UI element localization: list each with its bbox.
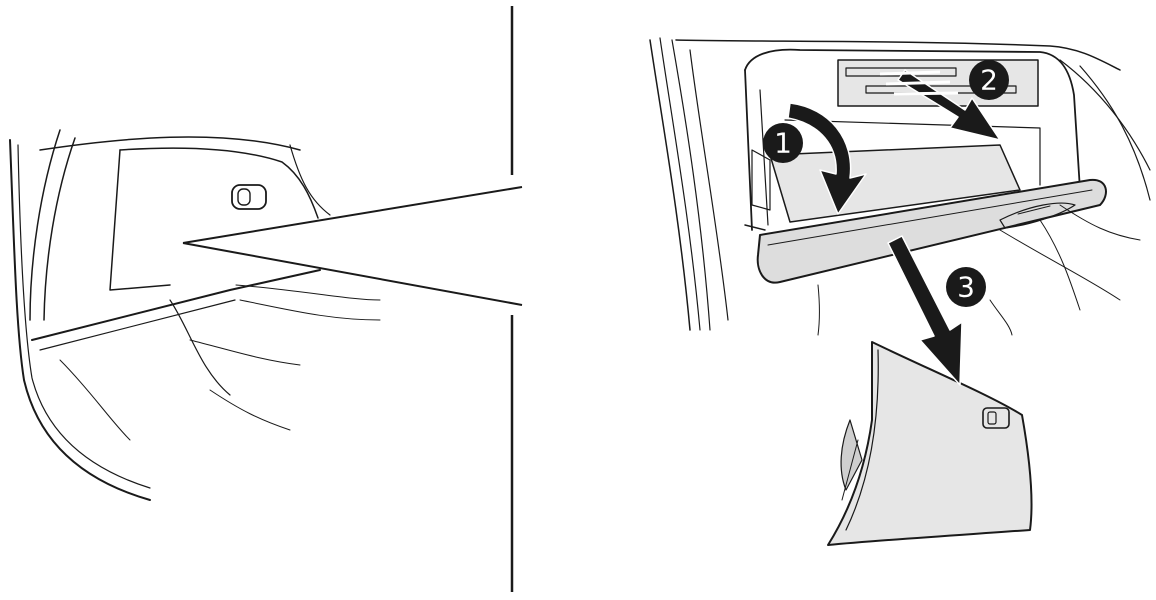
step-number: 2	[980, 64, 998, 97]
left-overview	[10, 130, 380, 500]
door-frame-line	[10, 140, 150, 500]
hinge-detail	[745, 225, 765, 230]
glovebox-outline	[40, 300, 235, 350]
cavity-frame	[760, 90, 768, 225]
glovebox-handle-icon	[232, 185, 266, 209]
lower-trim-line	[240, 300, 380, 320]
dashboard-edge	[290, 145, 330, 215]
lower-trim-line	[60, 360, 130, 440]
lower-trim-line	[1000, 230, 1120, 300]
dashboard-edge	[1060, 60, 1150, 170]
cavity-frame	[745, 70, 752, 230]
pillar-line	[650, 40, 690, 330]
step-badge-2: 2	[969, 60, 1009, 100]
glovebox-outline	[110, 150, 170, 290]
lower-trim-line	[990, 300, 1012, 335]
lower-trim-line	[818, 285, 820, 335]
lower-trim-line	[236, 285, 380, 300]
pillar-line	[672, 40, 710, 330]
callout-line-top	[183, 187, 522, 243]
step-number: 1	[774, 127, 792, 160]
step-badge-1: 1	[763, 123, 803, 163]
lower-trim-line	[190, 340, 300, 365]
pillar-line	[690, 50, 728, 320]
door-frame-line	[18, 145, 150, 488]
removed-glovebox	[828, 342, 1032, 545]
glovebox-lid	[758, 145, 1106, 283]
step-badge-3: 3	[946, 267, 986, 307]
lower-trim-line	[170, 300, 230, 395]
glovebox-outline	[32, 270, 320, 340]
right-detail	[650, 38, 1150, 545]
lower-trim-line	[210, 390, 290, 430]
pillar-line	[44, 138, 75, 320]
step-number: 3	[957, 271, 975, 304]
callout-line-bottom	[183, 243, 522, 305]
hinge-detail	[752, 150, 770, 210]
dashboard-edge	[120, 148, 318, 218]
